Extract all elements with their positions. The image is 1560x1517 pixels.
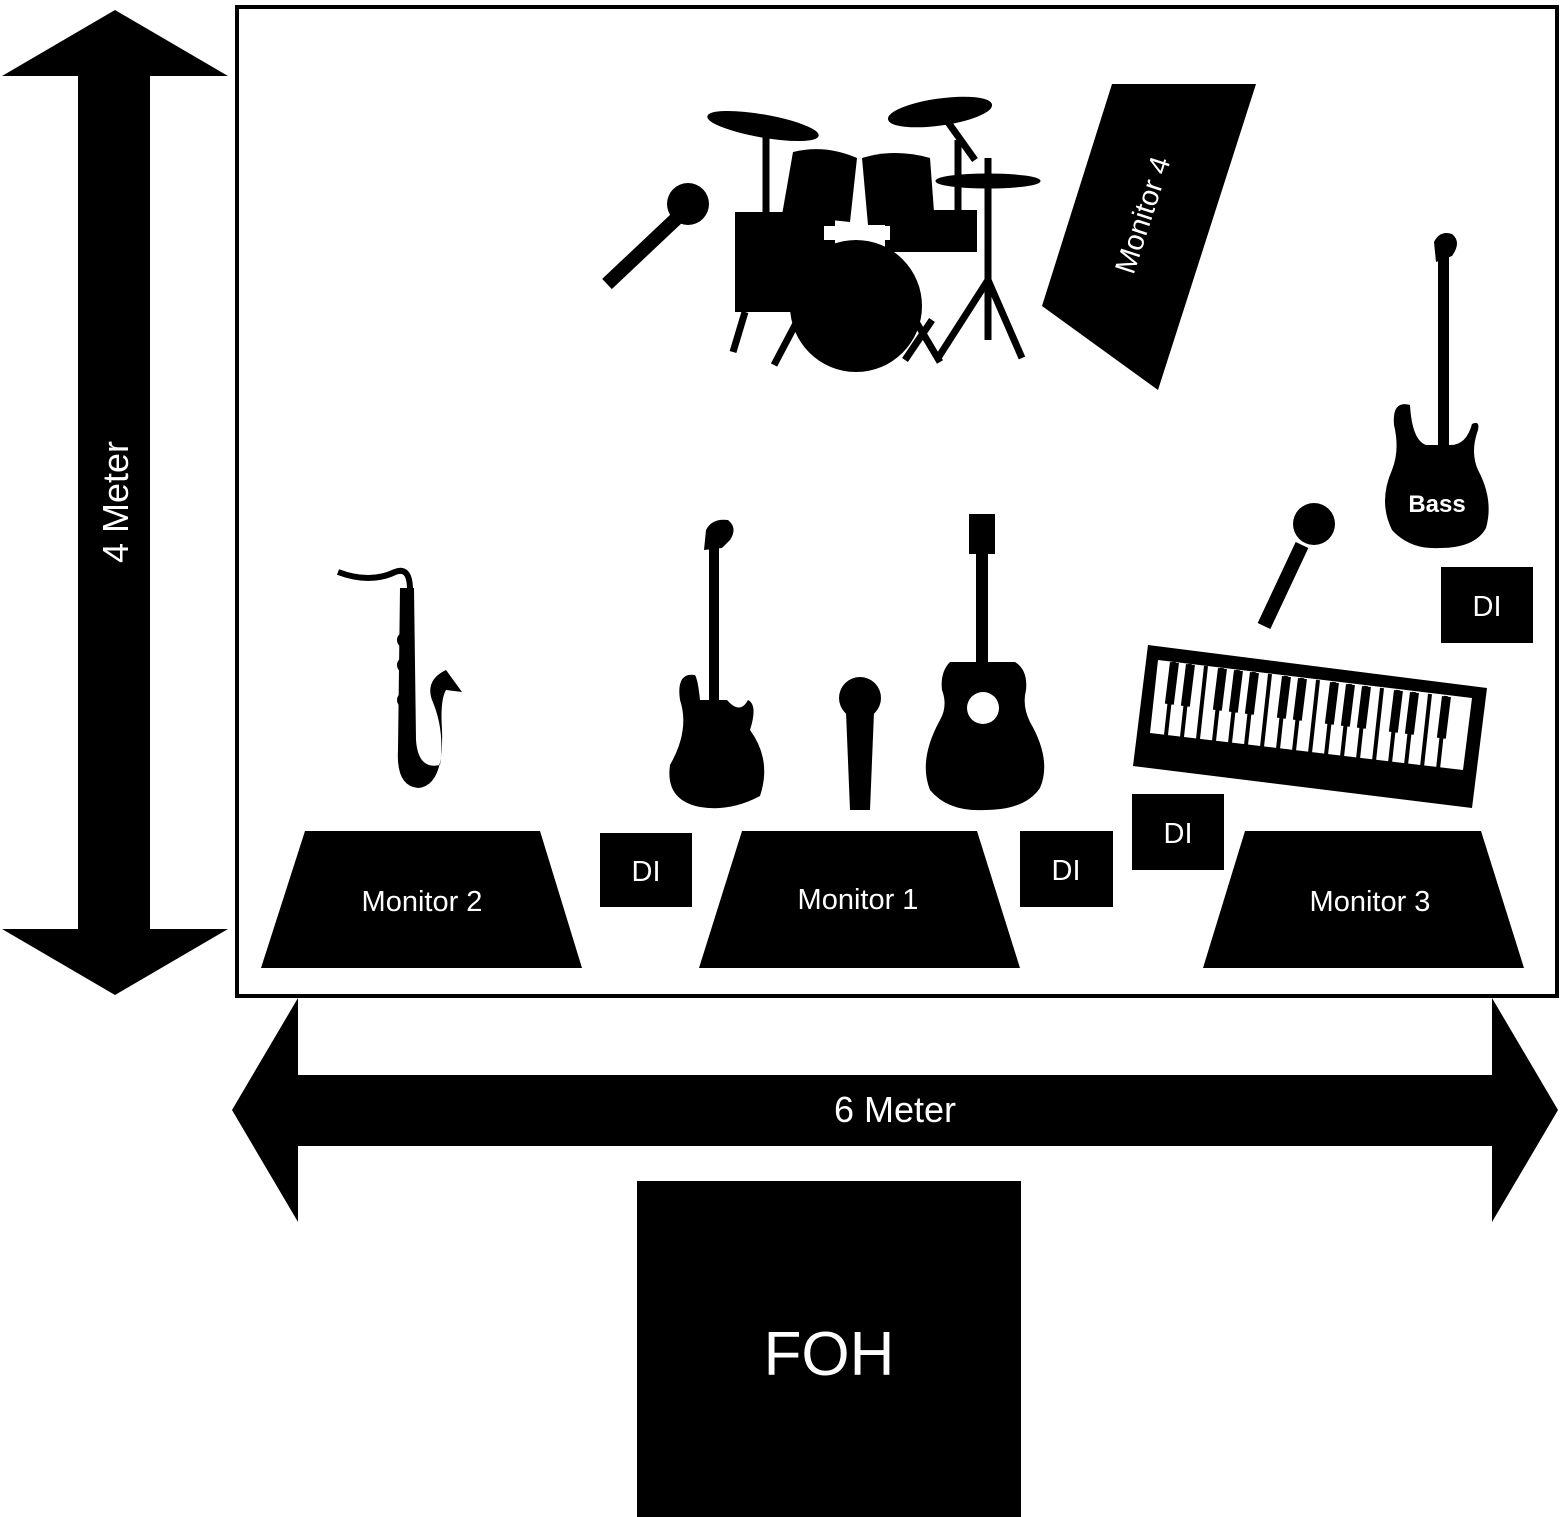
di-box-4-label: DI (1473, 591, 1502, 623)
monitor-2-label: Monitor 2 (362, 886, 483, 918)
di-box-2: DI (1020, 831, 1113, 907)
foh-label: FOH (764, 1320, 895, 1389)
acoustic-guitar-icon (925, 514, 1045, 811)
width-dimension-label: 6 Meter (834, 1089, 956, 1130)
bass-guitar-icon: Bass (1385, 233, 1489, 549)
saxophone-icon (336, 567, 462, 788)
di-box-2-label: DI (1052, 855, 1081, 887)
depth-dimension-label: 4 Meter (95, 441, 136, 563)
di-box-4: DI (1441, 567, 1533, 643)
electric-guitar-icon (669, 519, 765, 809)
keyboard-icon (1133, 645, 1487, 808)
di-box-3: DI (1132, 794, 1224, 870)
width-dimension-arrow: 6 Meter (232, 998, 1558, 1222)
monitor-3-label: Monitor 3 (1310, 886, 1431, 918)
monitor-1: Monitor 1 (699, 831, 1020, 968)
depth-dimension-arrow: 4 Meter (2, 10, 228, 995)
bass-label: Bass (1408, 491, 1465, 518)
di-box-1: DI (600, 833, 692, 907)
monitor-3: Monitor 3 (1203, 831, 1524, 968)
drum-microphone-icon (602, 183, 709, 290)
vocal-microphone-icon (839, 677, 881, 810)
keyboard-microphone-icon (1257, 503, 1335, 629)
foh-position: FOH (637, 1181, 1021, 1517)
di-box-1-label: DI (632, 856, 661, 888)
monitor-2: Monitor 2 (261, 831, 582, 968)
stage-outline (235, 5, 1559, 998)
monitor-4: Monitor 4 (1042, 84, 1256, 390)
drum-kit-icon (707, 96, 1041, 372)
di-box-3-label: DI (1164, 818, 1193, 850)
monitor-1-label: Monitor 1 (798, 884, 919, 916)
